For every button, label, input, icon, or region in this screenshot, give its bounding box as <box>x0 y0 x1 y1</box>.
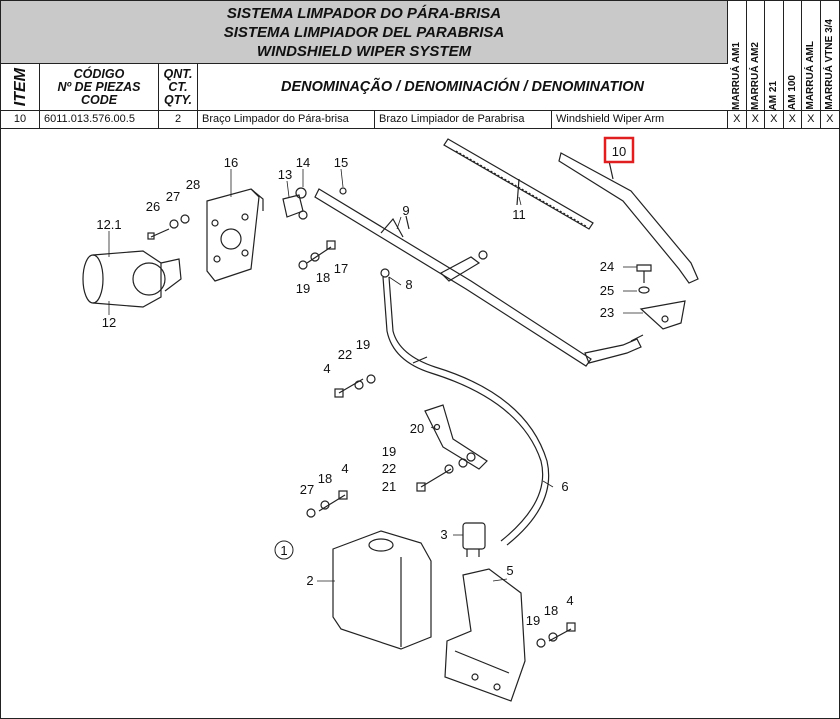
row-name-en: Windshield Wiper Arm <box>552 111 728 128</box>
model-header: AM 100 <box>784 1 802 110</box>
row-mark: X <box>765 111 784 128</box>
row-name-es: Brazo Limpiador de Parabrisa <box>375 111 552 128</box>
callout: 19 <box>356 337 370 352</box>
highlight-box <box>603 136 635 164</box>
column-headers: ITEM CÓDIGO Nº DE PIEZAS CODE QNT. CT. Q… <box>1 64 728 111</box>
model-header: MARRUÁ VTNE 3/4 <box>824 19 836 110</box>
header-denomination: DENOMINAÇÃO / DENOMINACIÓN / DENOMINATIO… <box>280 78 645 95</box>
reservoir-bracket <box>444 568 526 702</box>
model-columns: MARRUÁ AM1 MARRUÁ AM2 AM 21 AM 100 MARRU… <box>728 1 839 111</box>
callout: 21 <box>382 479 396 494</box>
callout: 6 <box>561 479 568 494</box>
callout: 28 <box>186 177 200 192</box>
header-item: ITEM <box>1 64 40 110</box>
callout: 17 <box>334 261 348 276</box>
callout: 15 <box>334 155 348 170</box>
model-header: MARRUÁ AM2 <box>747 1 765 110</box>
callout: 9 <box>402 203 409 218</box>
row-code: 6011.013.576.00.5 <box>40 111 159 128</box>
header-qty: QNT. CT. QTY. <box>159 64 198 110</box>
callout: 26 <box>146 199 160 214</box>
wiper-arm <box>558 152 699 284</box>
row-name-pt: Braço Limpador do Pára-brisa <box>198 111 375 128</box>
callout: 5 <box>506 563 513 578</box>
callout: 19 <box>382 444 396 459</box>
motor-bracket <box>206 188 260 282</box>
row-qty: 2 <box>159 111 198 128</box>
title-es: SISTEMA LIMPIADOR DEL PARABRISA <box>223 23 505 41</box>
callout: 2 <box>306 573 313 588</box>
wiper-motor <box>82 254 104 304</box>
callout: 4 <box>323 361 330 376</box>
callout: 4 <box>341 461 348 476</box>
washer-hose <box>382 276 544 542</box>
callout: 13 <box>278 167 292 182</box>
wiper-blade <box>443 138 594 230</box>
callout: 14 <box>296 155 310 170</box>
callout: 25 <box>600 283 614 298</box>
callout: 12.1 <box>96 217 121 232</box>
exploded-parts-diagram: 16 14 15 13 9 11 10 26 27 28 12.1 12 17 … <box>82 136 699 702</box>
model-header: AM 21 <box>765 1 784 110</box>
row-item: 10 <box>1 111 40 128</box>
callout: 12 <box>102 315 116 330</box>
callout: 16 <box>224 155 238 170</box>
callout: 19 <box>526 613 540 628</box>
callout: 19 <box>296 281 310 296</box>
title-en: WINDSHIELD WIPER SYSTEM <box>256 42 472 60</box>
hose-bracket <box>424 404 488 470</box>
row-mark: X <box>747 111 765 128</box>
row-mark: X <box>784 111 802 128</box>
row-mark: X <box>728 111 747 128</box>
callout: 10 <box>612 144 626 159</box>
title-block: SISTEMA LIMPADOR DO PÁRA-BRISA SISTEMA L… <box>1 1 728 64</box>
row-mark: X <box>826 113 834 125</box>
callout: 1 <box>280 543 287 558</box>
callout: 22 <box>338 347 352 362</box>
callout: 18 <box>544 603 558 618</box>
callout: 20 <box>410 421 424 436</box>
callout: 18 <box>318 471 332 486</box>
callout: 11 <box>512 207 526 222</box>
header-code: CÓDIGO Nº DE PIEZAS CODE <box>40 64 159 110</box>
callout: 8 <box>405 277 412 292</box>
model-header: MARRUÁ AM1 <box>728 1 747 110</box>
callout: 23 <box>600 305 614 320</box>
row-mark: X <box>802 111 821 128</box>
wiper-linkage <box>314 188 592 367</box>
callout: 18 <box>316 270 330 285</box>
callout: 3 <box>440 527 447 542</box>
table-row: 10 6011.013.576.00.5 2 Braço Limpador do… <box>1 111 839 129</box>
washer-pump <box>462 522 486 550</box>
callout: 4 <box>566 593 573 608</box>
callout: 27 <box>166 189 180 204</box>
model-header: MARRUÁ AML <box>802 1 821 110</box>
bracket <box>639 300 686 330</box>
callout: 22 <box>382 461 396 476</box>
callout: 24 <box>600 259 614 274</box>
callout: 27 <box>300 482 314 497</box>
washer-reservoir <box>332 530 432 650</box>
title-pt: SISTEMA LIMPADOR DO PÁRA-BRISA <box>226 4 502 22</box>
